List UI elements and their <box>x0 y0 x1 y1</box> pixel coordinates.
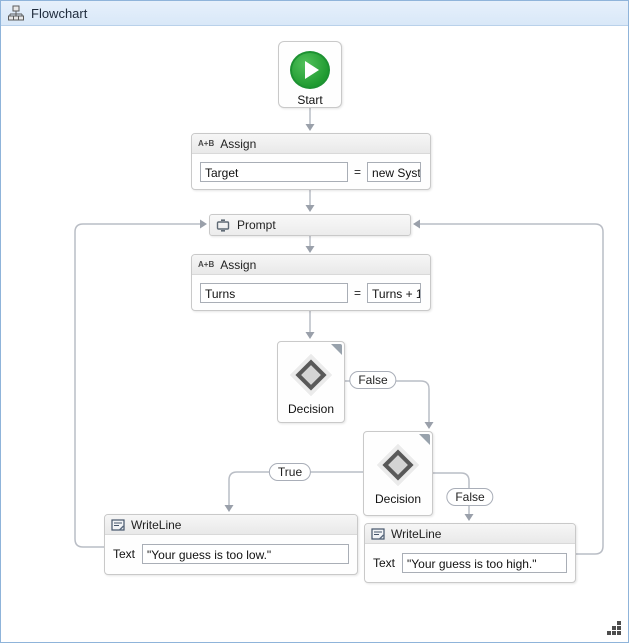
decision-diamond-icon <box>382 449 414 481</box>
collapse-corner-icon[interactable] <box>331 344 342 355</box>
writeline1-title: WriteLine <box>131 517 182 532</box>
start-node[interactable]: Start <box>278 41 342 108</box>
start-label: Start <box>297 93 323 107</box>
assign1-to-input[interactable]: Target <box>200 162 348 182</box>
assign1-title: Assign <box>220 136 257 151</box>
flowchart-icon <box>8 5 24 21</box>
assign2-body: Turns = Turns + 1 <box>192 275 430 311</box>
assign1-equals: = <box>354 165 362 179</box>
writeline1-header[interactable]: WriteLine <box>105 515 357 535</box>
decision2-true-branch-label: True <box>268 463 312 481</box>
prompt-activity[interactable]: Prompt <box>209 214 411 236</box>
decision-node-1[interactable]: Decision <box>277 341 345 423</box>
decision1-label: Decision <box>287 402 335 416</box>
writeline2-title: WriteLine <box>391 526 442 541</box>
decision2-false-branch-label: False <box>446 488 494 506</box>
assign-icon: A+B <box>198 139 215 148</box>
prompt-icon <box>216 218 230 232</box>
writeline2-header[interactable]: WriteLine <box>365 524 575 544</box>
writeline2-text-input[interactable]: "Your guess is too high." <box>402 553 567 573</box>
play-triangle-icon <box>305 61 319 79</box>
decision-diamond-icon <box>295 359 327 391</box>
decision-node-2[interactable]: Decision <box>363 431 433 516</box>
assign2-title: Assign <box>220 257 257 272</box>
assign-icon: A+B <box>198 260 215 269</box>
writeline2-body: Text "Your guess is too high." <box>365 544 575 582</box>
writeline-icon <box>111 518 125 531</box>
assign2-equals: = <box>354 286 362 300</box>
resize-grip[interactable] <box>607 621 622 636</box>
decision1-false-branch-label: False <box>349 371 397 389</box>
writeline-icon <box>371 527 385 540</box>
assign2-header[interactable]: A+B Assign <box>192 255 430 275</box>
flowchart-titlebar[interactable]: Flowchart <box>1 1 628 26</box>
assign1-value-input[interactable]: new System.Random <box>367 162 422 182</box>
writeline1-body: Text "Your guess is too low." <box>105 535 357 573</box>
assign-activity-turns[interactable]: A+B Assign Turns = Turns + 1 <box>191 254 431 311</box>
page-title: Flowchart <box>31 5 88 21</box>
start-play-icon <box>290 51 330 89</box>
decision2-label: Decision <box>374 492 422 506</box>
collapse-corner-icon[interactable] <box>419 434 430 445</box>
prompt-title: Prompt <box>237 218 276 232</box>
writeline2-text-label: Text <box>373 556 396 570</box>
assign-activity-target[interactable]: A+B Assign Target = new System.Random <box>191 133 431 190</box>
writeline-activity-low[interactable]: WriteLine Text "Your guess is too low." <box>104 514 358 575</box>
assign1-header[interactable]: A+B Assign <box>192 134 430 154</box>
assign2-to-input[interactable]: Turns <box>200 283 348 303</box>
resize-grip-dots <box>607 631 611 635</box>
writeline-activity-high[interactable]: WriteLine Text "Your guess is too high." <box>364 523 576 583</box>
assign1-body: Target = new System.Random <box>192 154 430 190</box>
assign2-value-input[interactable]: Turns + 1 <box>367 283 422 303</box>
writeline1-text-label: Text <box>113 547 136 561</box>
writeline1-text-input[interactable]: "Your guess is too low." <box>142 544 349 564</box>
